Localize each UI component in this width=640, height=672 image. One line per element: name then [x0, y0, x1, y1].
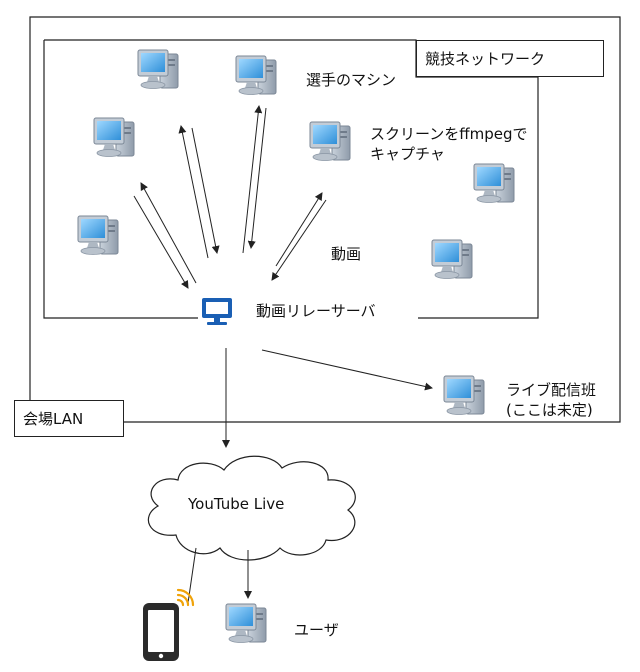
player-machine-icon	[137, 49, 179, 89]
relay-server-monitor-icon	[202, 298, 232, 325]
streaming-team-note: (ここは未定)	[506, 401, 593, 419]
youtube-live-label: YouTube Live	[188, 495, 285, 513]
competition-network-boundary	[43, 39, 539, 319]
arrow-to-streaming-team	[261, 349, 433, 391]
capture-label-line2: キャプチャ	[370, 145, 445, 163]
player-machine-icon	[309, 121, 351, 161]
user-label: ユーザ	[294, 621, 339, 639]
venue-lan-boundary	[29, 16, 621, 423]
arrow-to-player-2	[178, 125, 209, 259]
player-machine-icon	[235, 55, 277, 95]
arrow-from-player-1	[133, 195, 189, 289]
player-machine-icon	[93, 117, 135, 157]
player-machines-label: 選手のマシン	[306, 71, 397, 89]
competition-network-label: 競技ネットワーク	[416, 40, 604, 77]
streaming-team-computer-icon	[443, 375, 485, 415]
player-machine-icon	[77, 215, 119, 255]
capture-label-line1: スクリーンをffmpegで	[370, 125, 528, 143]
smartphone-icon	[143, 603, 179, 661]
arrow-to-player-3	[242, 105, 263, 254]
player-machine-icon	[473, 163, 515, 203]
venue-lan-label: 会場LAN	[14, 400, 124, 437]
youtube-cloud	[147, 455, 356, 561]
streaming-team-label: ライブ配信班	[506, 381, 597, 399]
user-computer-icon	[225, 603, 267, 643]
arrow-to-player-4	[275, 192, 323, 267]
arrow-to-player-1	[140, 182, 197, 284]
player-machine-icon	[431, 239, 473, 279]
relay-server-label: 動画リレーサーバ	[256, 302, 376, 320]
arrow-from-player-3	[247, 107, 267, 249]
arrow-from-player-4	[271, 199, 327, 281]
arrow-from-player-2	[191, 127, 220, 254]
wifi-signal-icon	[176, 588, 195, 607]
video-label: 動画	[331, 245, 362, 263]
